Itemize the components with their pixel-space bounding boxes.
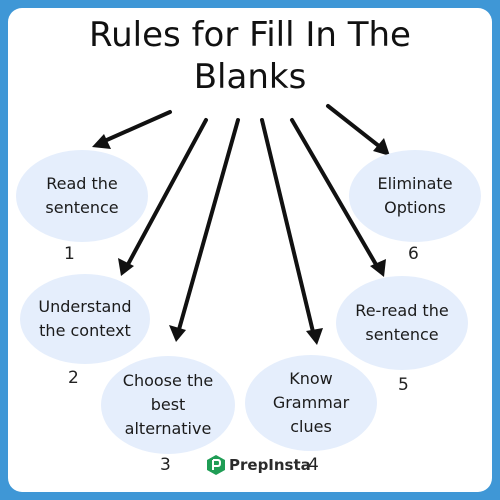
arrowhead-1 <box>92 134 111 149</box>
step-label: Re-read the sentence <box>355 301 449 344</box>
step-label: Understand the context <box>38 297 132 340</box>
arrow-to-step-2 <box>124 118 208 270</box>
diagram-title: Rules for Fill In The Blanks <box>89 15 411 97</box>
arrow-to-step-1 <box>98 110 172 145</box>
arrowhead-4 <box>306 328 323 345</box>
brand-mark: PrepInsta <box>207 455 311 475</box>
step-number: 6 <box>408 244 419 264</box>
step-number: 1 <box>64 244 75 264</box>
step-label: Choose the best alternative <box>122 371 214 438</box>
step-bubble: Know Grammar clues <box>245 355 377 451</box>
step-label: Eliminate Options <box>377 174 453 217</box>
arrowhead-6 <box>373 138 390 156</box>
step-number: 2 <box>68 368 79 388</box>
step-label: Know Grammar clues <box>272 369 350 436</box>
step-bubble: Re-read the sentence <box>336 276 468 370</box>
step-bubble: Choose the best alternative <box>101 356 235 454</box>
arrowhead-2 <box>118 258 134 276</box>
arrow-to-step-6 <box>326 104 386 152</box>
prepinsta-logo-icon <box>207 455 225 475</box>
step-number: 3 <box>160 455 171 475</box>
step-bubble: Read the sentence <box>16 150 148 242</box>
brand-name: PrepInsta <box>229 456 311 474</box>
step-bubble: Understand the context <box>20 274 150 364</box>
step-label: Read the sentence <box>45 174 119 217</box>
arrowhead-5 <box>370 259 386 277</box>
arrowhead-3 <box>169 325 186 342</box>
arrow-to-step-4 <box>260 118 316 338</box>
step-bubble: Eliminate Options <box>349 150 481 242</box>
arrow-to-step-3 <box>176 118 240 335</box>
step-number: 4 <box>308 455 319 475</box>
arrow-to-step-5 <box>290 118 380 270</box>
step-number: 5 <box>398 375 409 395</box>
